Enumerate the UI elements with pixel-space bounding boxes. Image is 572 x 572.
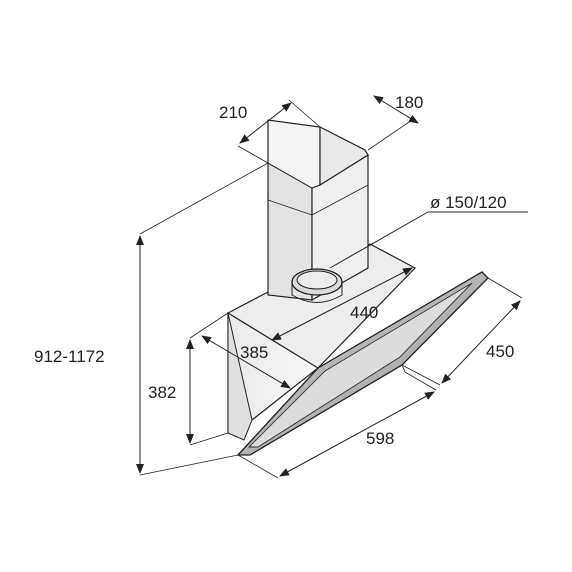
label-glass-depth: 450 [486, 342, 514, 361]
label-chimney-depth: 210 [219, 103, 247, 122]
chimney [267, 119, 369, 303]
label-body-height: 382 [148, 383, 176, 402]
label-top-width: 440 [350, 303, 378, 322]
label-chimney-width: 180 [395, 93, 423, 112]
dimension-lines [136, 95, 528, 479]
chimney-inner-back [319, 126, 369, 187]
label-overall-width: 598 [366, 429, 394, 448]
label-body-depth: 385 [240, 343, 268, 362]
label-total-height: 912-1172 [34, 347, 105, 366]
label-outlet-diameter: ø 150/120 [430, 193, 507, 212]
